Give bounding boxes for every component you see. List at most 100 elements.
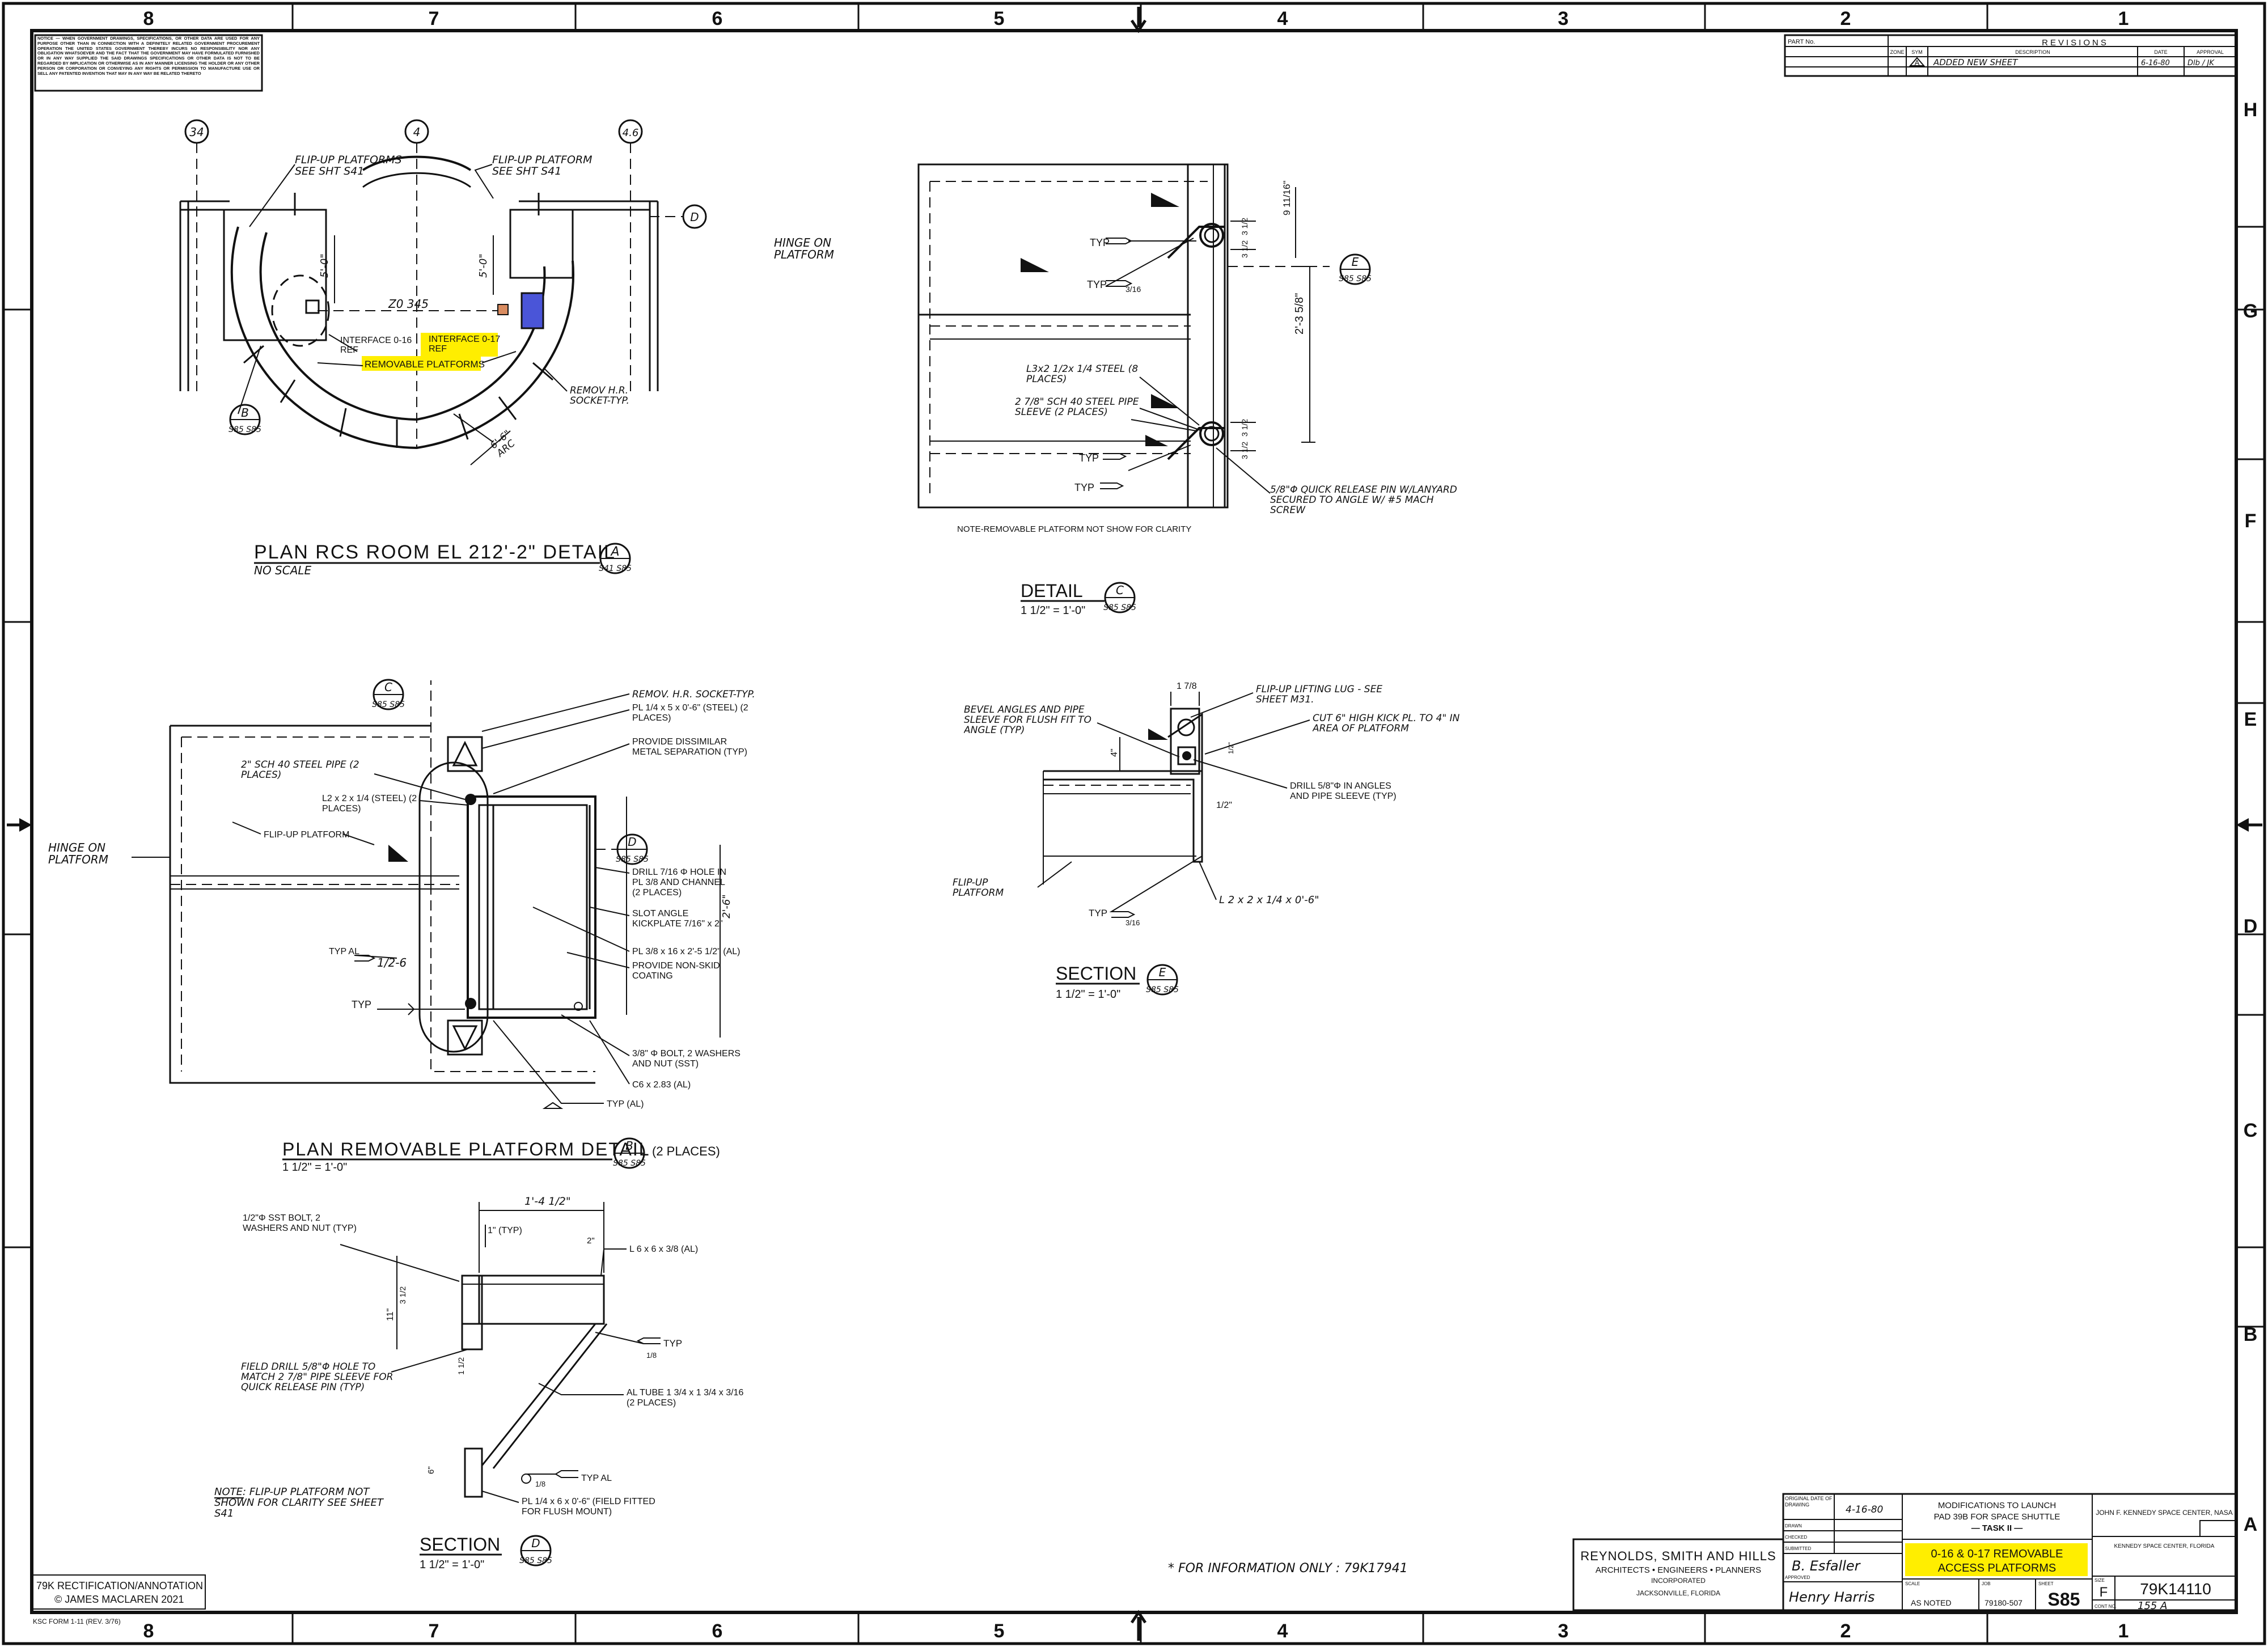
row-label: F <box>2245 510 2257 532</box>
plan-removable-scale: 1 1/2" = 1'-0" <box>282 1161 347 1174</box>
firm-subtitle: ARCHITECTS • ENGINEERS • PLANNERS <box>1596 1565 1761 1575</box>
col-label: 6 <box>712 8 723 29</box>
removable-l2-label: L2 x 2 x 1/4 (STEEL) (2 PLACES) <box>322 794 417 814</box>
section-d-l6-label: L 6 x 6 x 3/8 (AL) <box>629 1244 698 1254</box>
drawing-title-highlight <box>1905 1543 2088 1576</box>
section-e-dim-half-2: 1/2" <box>1216 801 1232 810</box>
section-d-title: SECTION <box>420 1534 500 1555</box>
agency-line-2: KENNEDY SPACE CENTER, FLORIDA <box>2114 1543 2215 1549</box>
size-value: F <box>2100 1585 2108 1600</box>
plan-rcs-bubble-a-ref: S41 S85 <box>599 564 632 573</box>
firm-city: JACKSONVILLE, FLORIDA <box>1636 1589 1720 1597</box>
section-d-bubble-ref: S85 S85 <box>519 1556 552 1565</box>
for-information-only-note: * FOR INFORMATION ONLY : 79K17941 <box>1168 1561 1408 1576</box>
section-d-bolt-label: 1/2"Φ SST BOLT, 2 WASHERS AND NUT (TYP) <box>243 1213 357 1233</box>
section-d-field-drill-label: FIELD DRILL 5/8"Φ HOLE TO MATCH 2 7/8" P… <box>241 1362 393 1393</box>
revisions-title: REVISIONS <box>2042 38 2109 48</box>
section-d-typ-al: TYP AL <box>581 1474 612 1483</box>
plan-removable-places: (2 PLACES) <box>652 1144 720 1158</box>
annotation-box <box>32 1574 206 1610</box>
col-label: 6 <box>712 1620 723 1642</box>
col-label: 2 <box>1840 1620 1851 1642</box>
section-d-dim-11: 11" <box>386 1309 395 1321</box>
rev-date: 6-16-80 <box>2141 59 2170 67</box>
job-label: JOB <box>1982 1581 1991 1586</box>
center-arrow-top <box>1130 7 1147 33</box>
plan-removable-platform-detail: C S85 S85 REMOV. H.R. SOCKET-TYP. PL 1/4… <box>169 679 755 1174</box>
removable-bubble-c-ref: S85 S85 <box>372 700 405 709</box>
removable-typ-al-label: TYP AL <box>329 947 359 956</box>
annotation-line-2: © JAMES MACLAREN 2021 <box>54 1594 184 1605</box>
plan-rcs-scale: NO SCALE <box>254 564 312 577</box>
detail-c-weld-frac: 3/16 <box>1125 285 1141 294</box>
section-d-dim-2: 2" <box>587 1236 595 1246</box>
section-d-dim-6: 6" <box>426 1466 436 1474</box>
drawing-title-line-1: 0-16 & 0-17 REMOVABLE <box>1931 1548 2063 1560</box>
removable-weld-label: 1/2-6 <box>377 956 407 969</box>
signature-approved: Henry Harris <box>1789 1589 1875 1605</box>
section-e-frac: 3/16 <box>1125 918 1140 927</box>
rev-sym: A <box>1915 58 1920 67</box>
grid-bubble-34: 34 <box>189 125 204 139</box>
original-date-value: 4-16-80 <box>1846 1504 1883 1515</box>
interface-017-label: INTERFACE 0-17 REF <box>429 335 501 354</box>
rev-approval: Dlb / JK <box>2187 59 2215 67</box>
rev-header-description: DESCRIPTION <box>2015 49 2050 55</box>
section-e-cut-label: CUT 6" HIGH KICK PL. TO 4" IN AREA OF PL… <box>1313 713 1460 734</box>
dim-5-0-right: 5'-0" <box>477 253 489 278</box>
removable-bubble-d: D <box>628 835 636 849</box>
removable-dim-2-6: 2'-6" <box>721 894 733 918</box>
annotation-line-1: 79K RECTIFICATION/ANNOTATION <box>36 1580 203 1591</box>
row-label: E <box>2244 709 2257 730</box>
detail-c-dim-9: 9 11/16" <box>1281 181 1292 216</box>
section-e-dim-top: 1 7/8 <box>1177 681 1197 691</box>
section-e-dim-half: 1/2" <box>1227 742 1235 754</box>
plan-removable-bubble-ref: S85 S85 <box>613 1159 646 1168</box>
row-label: G <box>2243 300 2258 322</box>
arc-dimension-label: 6'-6" ARC <box>490 428 518 460</box>
sheet-number: S85 <box>2048 1589 2080 1610</box>
section-d-dim-top: 1'-4 1/2" <box>524 1195 571 1208</box>
rev-header-zone: ZONE <box>1890 49 1904 55</box>
plan-rcs-room-detail: 34 4 4.6 D <box>179 119 707 577</box>
agency-line-1: JOHN F. KENNEDY SPACE CENTER, NASA <box>2096 1509 2233 1517</box>
inner-border <box>30 29 2238 1614</box>
section-e-title: SECTION <box>1056 963 1136 984</box>
col-label: 5 <box>994 1620 1005 1642</box>
detail-c-typ-1: TYP <box>1090 237 1110 248</box>
section-e: 1 7/8 FLIP-UP LIFTING LUG - SEE SHEET M3… <box>953 681 1460 1001</box>
col-label: 7 <box>429 8 439 29</box>
detail-c-dim-3c: 3 1/2 <box>1240 419 1249 437</box>
detail-c-dim-3a: 3 1/2 <box>1240 218 1249 235</box>
removable-platforms-label: REMOVABLE PLATFORMS <box>365 359 485 370</box>
section-e-dim-4: 4" <box>1110 748 1119 757</box>
section-e-scale: 1 1/2" = 1'-0" <box>1056 988 1120 1001</box>
title-block: REYNOLDS, SMITH AND HILLS ARCHITECTS • E… <box>1572 1493 2237 1612</box>
job-value: 79180-507 <box>1984 1598 2022 1607</box>
col-label: 5 <box>994 8 1005 29</box>
col-label: 2 <box>1840 8 1851 29</box>
checked-label: CHECKED <box>1785 1535 1807 1540</box>
section-e-lifting-label: FLIP-UP LIFTING LUG - SEE SHEET M31. <box>1256 684 1383 705</box>
column-ticks <box>3 3 2265 1644</box>
row-labels: H G F E D C B A <box>2243 99 2258 1535</box>
sheet-label: SHEET <box>2038 1581 2054 1586</box>
col-label: 7 <box>429 1620 439 1642</box>
detail-c-bubble-e-ref: S85 S85 <box>1339 274 1372 283</box>
col-label: 4 <box>1277 1620 1288 1642</box>
z0-label: Z0 345 <box>388 297 429 311</box>
removable-platform-highlight <box>521 292 544 329</box>
revisions-block: PART No. REVISIONS ZONE SYM DESCRIPTION … <box>1784 34 2237 77</box>
detail-c: TYP TYP TYP TYP 3/16 9 11/16" 2'-3 5/8" … <box>917 163 1457 617</box>
removable-dissimilar-label: PROVIDE DISSIMILAR METAL SEPARATION (TYP… <box>632 737 747 757</box>
row-label: A <box>2244 1514 2258 1535</box>
plan-rcs-bubble-a: A <box>610 545 619 559</box>
detail-c-typ-4: TYP <box>1074 482 1094 493</box>
section-e-bubble-ref: S85 S85 <box>1146 985 1179 994</box>
row-label: B <box>2244 1324 2258 1345</box>
detail-c-note: NOTE-REMOVABLE PLATFORM NOT SHOW FOR CLA… <box>957 524 1191 534</box>
ksc-form-label: KSC FORM 1-11 (REV. 3/76) <box>33 1618 121 1625</box>
col-label: 3 <box>1558 1620 1569 1642</box>
section-d-plate-label: PL 1/4 x 6 x 0'-6" (FIELD FITTED FOR FLU… <box>522 1497 655 1517</box>
